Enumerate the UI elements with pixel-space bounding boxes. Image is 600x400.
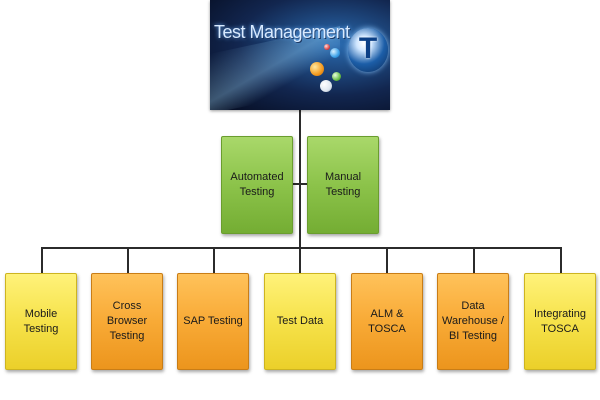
t-logo-icon: T: [348, 28, 388, 72]
node-sap-testing: SAP Testing: [177, 273, 249, 370]
node-label: Mobile Testing: [23, 307, 59, 335]
orange-orb-icon: [310, 62, 324, 76]
blue-orb-icon: [330, 48, 340, 58]
drop-line-test-data: [299, 247, 301, 273]
level3-bus-line: [41, 247, 562, 249]
node-integrating-tosca: Integrating TOSCA: [524, 273, 596, 370]
drop-line-data-warehouse: [473, 247, 475, 273]
node-label: ALM & TOSCA: [368, 307, 406, 335]
node-test-data: Test Data: [264, 273, 336, 370]
red-orb-icon: [324, 44, 330, 50]
node-data-warehouse-bi-testing: Data Warehouse / BI Testing: [437, 273, 509, 370]
green-orb-icon: [332, 72, 341, 81]
root-node-title: Test Management: [214, 22, 350, 42]
node-label: Test Data: [276, 315, 324, 328]
node-cross-browser-testing: Cross Browser Testing: [91, 273, 163, 370]
node-label: Cross Browser Testing: [106, 300, 148, 342]
node-mobile-testing: Mobile Testing: [5, 273, 77, 370]
logo-letter: T: [358, 32, 378, 65]
drop-line-cross-browser: [127, 247, 129, 273]
trunk-line: [299, 110, 301, 247]
node-label: Data Warehouse / BI Testing: [442, 300, 504, 342]
assistant-branch-line: [293, 183, 307, 185]
node-automated-testing: Automated Testing: [221, 136, 293, 234]
drop-line-mobile: [41, 247, 43, 273]
white-orb-icon: [320, 80, 332, 92]
node-label: Automated Testing: [230, 171, 284, 198]
root-node-test-management: Test Management T: [210, 0, 390, 110]
node-label: Integrating TOSCA: [534, 307, 586, 335]
node-label: SAP Testing: [183, 315, 243, 328]
drop-line-sap: [213, 247, 215, 273]
drop-line-integrating: [560, 247, 562, 273]
node-label: Manual Testing: [324, 171, 362, 198]
drop-line-alm: [386, 247, 388, 273]
node-manual-testing: Manual Testing: [307, 136, 379, 234]
node-alm-tosca: ALM & TOSCA: [351, 273, 423, 370]
